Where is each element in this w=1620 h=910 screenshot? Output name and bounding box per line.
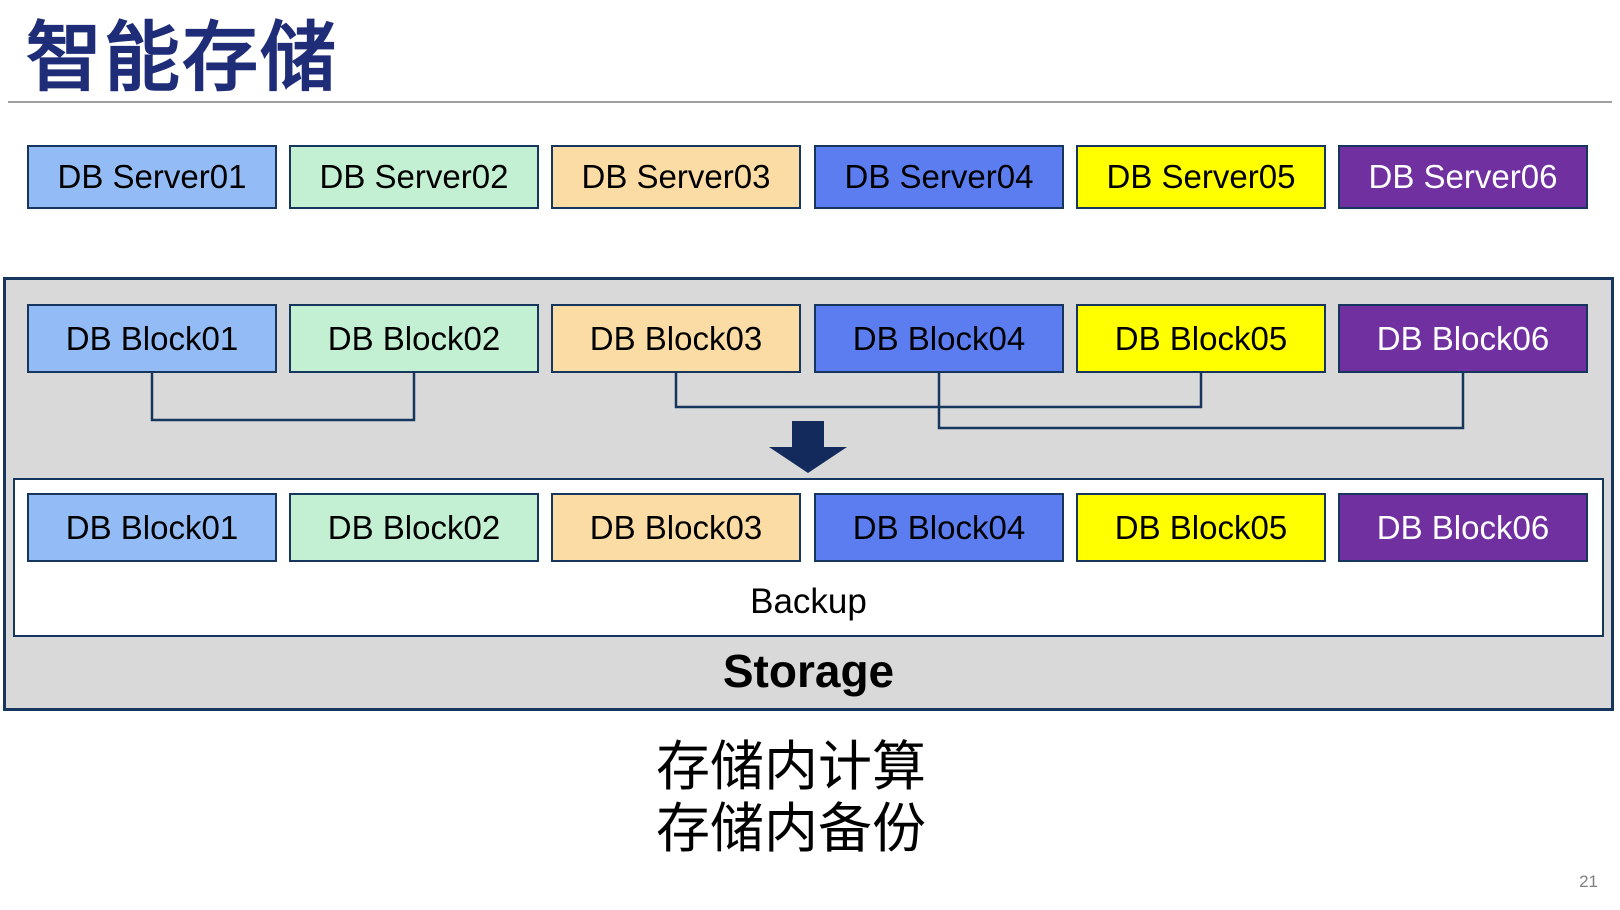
db-server-box-3: DB Server03 [551, 145, 801, 209]
db-server-box-5: DB Server05 [1076, 145, 1326, 209]
db-block-backup-box-2: DB Block02 [289, 493, 539, 562]
db-block-source-box-3: DB Block03 [551, 304, 801, 373]
page-number: 21 [1579, 872, 1598, 891]
db-server-box-2: DB Server02 [289, 145, 539, 209]
caption-line-1: 存储内计算 [656, 737, 926, 797]
db-block-backup-box-5: DB Block05 [1076, 493, 1326, 562]
db-block-source-box-6: DB Block06 [1338, 304, 1588, 373]
db-server-box-1: DB Server01 [27, 145, 277, 209]
backup-label: Backup [750, 582, 867, 621]
db-block-source-box-4: DB Block04 [814, 304, 1064, 373]
db-block-source-box-2: DB Block02 [289, 304, 539, 373]
db-server-box-4: DB Server04 [814, 145, 1064, 209]
db-block-backup-box-4: DB Block04 [814, 493, 1064, 562]
db-block-source-box-1: DB Block01 [27, 304, 277, 373]
title-divider [8, 101, 1612, 103]
caption-line-2: 存储内备份 [656, 799, 926, 859]
caption-text: 存储内计算 存储内备份 [656, 736, 926, 860]
db-block-backup-box-3: DB Block03 [551, 493, 801, 562]
db-block-source-box-5: DB Block05 [1076, 304, 1326, 373]
storage-label: Storage [722, 645, 895, 697]
db-block-backup-box-1: DB Block01 [27, 493, 277, 562]
db-server-box-6: DB Server06 [1338, 145, 1588, 209]
db-block-backup-box-6: DB Block06 [1338, 493, 1588, 562]
page-title: 智能存储 [26, 16, 338, 101]
